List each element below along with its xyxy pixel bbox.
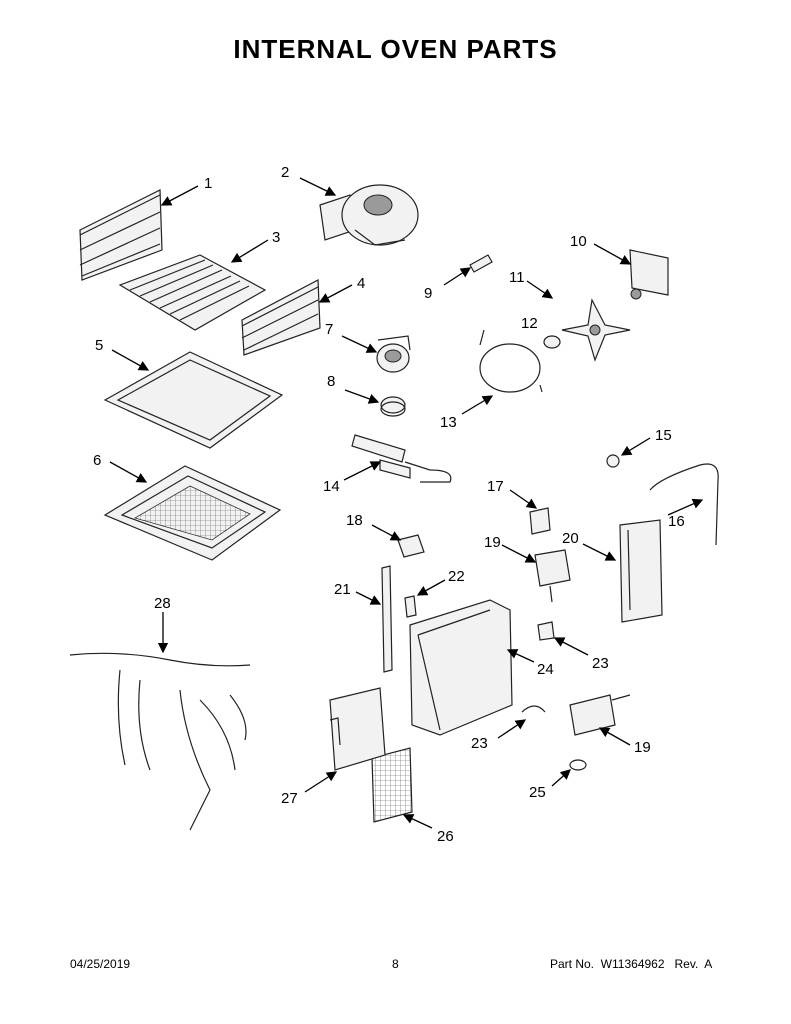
part-10-motor <box>629 249 669 300</box>
part-23-fitting <box>521 705 546 713</box>
part-14-tube-assembly <box>351 434 452 483</box>
part-18-connector <box>397 534 425 558</box>
part-27-container <box>329 687 386 771</box>
callout-25: 25 <box>529 784 546 801</box>
footer-date: 04/25/2019 <box>70 957 131 971</box>
callout-5: 5 <box>95 337 103 354</box>
callout-8: 8 <box>327 373 335 390</box>
callout-24: 24 <box>537 661 554 678</box>
part-21-tube <box>381 565 393 673</box>
callout-19: 19 <box>634 739 651 756</box>
part-19-pump <box>569 694 631 736</box>
callout-27: 27 <box>281 790 298 807</box>
callout-17: 17 <box>487 478 504 495</box>
callout-6: 6 <box>93 452 101 469</box>
callout-12: 12 <box>521 315 538 332</box>
part-13-heating-element <box>479 329 543 393</box>
part-17-valve <box>529 507 551 535</box>
part-26-filter <box>371 747 413 823</box>
callout-19: 19 <box>484 534 501 551</box>
part-3-oven-rack <box>118 254 267 331</box>
callout-23: 23 <box>592 655 609 672</box>
part-23-fitting <box>537 621 555 641</box>
page-title: INTERNAL OVEN PARTS <box>233 34 558 64</box>
callout-10: 10 <box>570 233 587 250</box>
callout-21: 21 <box>334 581 351 598</box>
callout-3: 3 <box>272 229 280 246</box>
callout-7: 7 <box>325 321 333 338</box>
callout-18: 18 <box>346 512 363 529</box>
part-28-wire-harness <box>69 652 251 831</box>
callout-23: 23 <box>471 735 488 752</box>
part-19-pump <box>534 549 571 603</box>
callout-numbers: 1 2 3 4 5 6 7 8 9 10 11 12 13 14 15 16 1… <box>93 164 685 845</box>
part-1-rack-guide <box>79 189 163 281</box>
part-24-reservoir <box>409 599 513 736</box>
footer-page-number: 8 <box>392 957 399 971</box>
callout-15: 15 <box>655 427 672 444</box>
callout-11: 11 <box>509 269 525 286</box>
part-7-motor-coupling <box>376 335 411 373</box>
callout-1: 1 <box>204 175 212 192</box>
callout-9: 9 <box>424 285 432 302</box>
callout-arrows <box>109 177 704 829</box>
callout-2: 2 <box>281 164 289 181</box>
part-5-tray <box>103 351 284 449</box>
part-22-clip <box>404 595 417 618</box>
callout-26: 26 <box>437 828 454 845</box>
part-15-bushing <box>606 454 620 468</box>
part-16-hose <box>649 463 719 546</box>
callout-14: 14 <box>323 478 340 495</box>
part-2-blower <box>319 184 419 246</box>
part-25-clamp <box>569 759 587 771</box>
part-12-nut <box>543 335 561 349</box>
callout-28: 28 <box>154 595 171 612</box>
part-6-pan <box>103 465 282 561</box>
callout-13: 13 <box>440 414 457 431</box>
callout-4: 4 <box>357 275 365 292</box>
callout-16: 16 <box>668 513 685 530</box>
part-20-bracket <box>619 519 663 623</box>
callout-20: 20 <box>562 530 579 547</box>
part-9-sensor <box>469 254 493 273</box>
part-4-rack-guide <box>241 279 321 356</box>
footer-part-number: Part No. W11364962 Rev. A <box>550 957 713 971</box>
part-11-fan-blade <box>561 298 631 362</box>
part-8-spring-ring <box>380 396 406 417</box>
callout-22: 22 <box>448 568 465 585</box>
